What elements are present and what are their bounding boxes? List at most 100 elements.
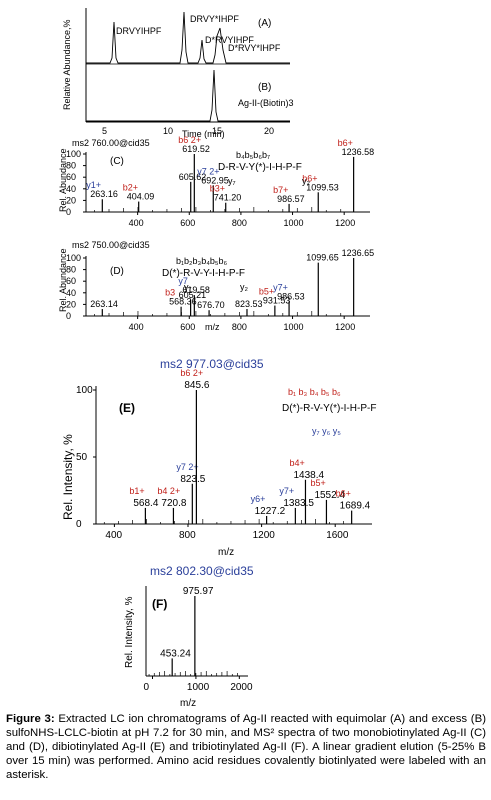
peak-label: 676.70 (197, 300, 225, 310)
panel-a-label: (A) (258, 18, 271, 29)
y-tick-label: 20 (66, 195, 76, 205)
svg-text:5: 5 (102, 126, 107, 136)
peak-label: 1236.58 (342, 147, 375, 157)
y-tick-label: 20 (66, 299, 76, 309)
panel-b-label: (B) (258, 82, 271, 93)
panel-f-title: ms2 802.30@cid35 (150, 564, 254, 578)
peak-label: 1383.5 (283, 498, 314, 509)
ion-label: y7 2+ (176, 462, 198, 472)
peak-label: 568.4 (133, 498, 158, 509)
svg-text:10: 10 (163, 126, 173, 136)
peak-biotin3: Ag-II-(Biotin)3 (238, 98, 294, 108)
x-tick-label: 2000 (230, 682, 253, 693)
x-tick-label: 1200 (335, 218, 355, 228)
panel-d-title: ms2 750.00@cid35 (72, 240, 150, 250)
ion-label: b7+ (273, 185, 288, 195)
panel-d-y2: y₂ (240, 282, 249, 292)
y-tick-label: 80 (66, 265, 76, 275)
ion-label: y1+ (86, 180, 101, 190)
ion-label: b5+ (259, 287, 274, 297)
panel-b-xlabel: Time (min) (182, 129, 225, 139)
peak-d-star-y-star: D*RVY*IHPF (228, 43, 281, 53)
panel-e-y-ions: y₇ y₆ y₅ (312, 426, 341, 436)
x-tick-label: 1000 (284, 218, 304, 228)
y-tick-label: 100 (66, 253, 81, 263)
panel-c-b-ions: b₄b₅b₆b₇ (236, 150, 270, 160)
figure-caption: Figure 3: Extracted LC ion chromatograms… (6, 712, 486, 782)
x-tick-label: 400 (105, 530, 122, 541)
peak-label: 263.16 (90, 189, 118, 199)
x-tick-label: 400 (129, 322, 144, 332)
panel-e-peaks: 568.4b1+720.8b4 2+823.5y7 2+845.6b6 2+12… (103, 368, 371, 524)
x-tick-label: 1200 (253, 530, 276, 541)
ion-label: b6+ (302, 173, 317, 183)
x-tick-label: 600 (180, 218, 195, 228)
peak-label: 453.24 (160, 648, 191, 659)
x-tick-label: 1600 (326, 530, 349, 541)
svg-text:15: 15 (212, 126, 222, 136)
caption-bold: Figure 3: (6, 713, 55, 725)
ion-label: b4 2+ (157, 486, 180, 496)
panel-c: ms2 760.00@cid35 (C) Rel. Abundance 1008… (58, 135, 374, 228)
panel-c-title: ms2 760.00@cid35 (72, 138, 150, 148)
x-tick-label: 800 (232, 218, 247, 228)
y-tick-label: 40 (66, 288, 76, 298)
x-tick-label: 800 (179, 530, 196, 541)
panel-d-ylabel: Rel. Abundance (58, 248, 68, 312)
panel-f: ms2 802.30@cid35 (F) Rel. Intensity, % 0… (124, 564, 254, 709)
caption-text: Extracted LC ion chromatograms of Ag-II … (6, 713, 486, 781)
x-tick-label: 1000 (284, 322, 304, 332)
peak-label: 1099.65 (306, 253, 339, 263)
peak-label: 986.57 (277, 194, 305, 204)
panel-c-y7: y₇ (228, 176, 236, 186)
panel-d-b-ions: b₁b₂b₃b₄b₅b₆ (176, 256, 228, 266)
panel-ab: Relative Abundance,% (A) (B) DRVYIHPF DR… (62, 8, 294, 139)
ion-label: y7 2+ (197, 166, 219, 176)
ion-label: y7+ (279, 486, 294, 496)
peak-label: 619.58 (182, 285, 210, 295)
ion-label: b3 (165, 288, 175, 298)
y-tick-label: 0 (66, 311, 71, 321)
peak-label: 692.95 (201, 175, 229, 185)
peak-label: 845.6 (184, 380, 209, 391)
panel-e-ylabel: Rel. Intensity, % (61, 434, 75, 520)
ion-label: y7+ (273, 283, 288, 293)
peak-label: 1227.2 (255, 506, 286, 517)
panel-c-ylabel: Rel. Abundance (58, 148, 68, 212)
panel-d-label: (D) (110, 266, 124, 277)
panel-e-xlabel: m/z (218, 547, 234, 558)
ion-label: b6 2+ (178, 135, 201, 145)
x-tick-label: 600 (180, 322, 195, 332)
y-tick-label: 80 (66, 161, 76, 171)
x-tick-label: 800 (232, 322, 247, 332)
peak-label: 605.62 (179, 172, 207, 182)
ion-label: y6+ (251, 494, 266, 504)
ion-label: b1+ (129, 486, 144, 496)
peak-label: 931.53 (263, 296, 291, 306)
peak-label: 823.5 (180, 474, 205, 485)
ion-label: y7 (178, 276, 188, 286)
panel-c-label: (C) (110, 156, 124, 167)
panel-f-xlabel: m/z (180, 698, 196, 709)
ion-label: b4+ (289, 458, 304, 468)
peak-label: 1689.4 (340, 501, 371, 512)
peak-label: 720.8 (161, 498, 186, 509)
figure-canvas: Relative Abundance,% (A) (B) DRVYIHPF DR… (58, 8, 376, 709)
svg-text:20: 20 (264, 126, 274, 136)
ion-label: b5+ (310, 478, 325, 488)
chromatogram-a (86, 11, 290, 64)
peak-label: 1236.65 (342, 248, 375, 258)
x-tick-label: 400 (129, 218, 144, 228)
panel-e-xticks: 400 800 1200 1600 (105, 524, 349, 541)
y-tick-label: 100 (76, 385, 93, 396)
ion-label: b6+ (336, 489, 351, 499)
panel-f-ylabel: Rel. Intensity, % (124, 596, 135, 668)
panel-d-xlabel: m/z (205, 322, 220, 332)
panel-e-label: (E) (119, 401, 135, 415)
